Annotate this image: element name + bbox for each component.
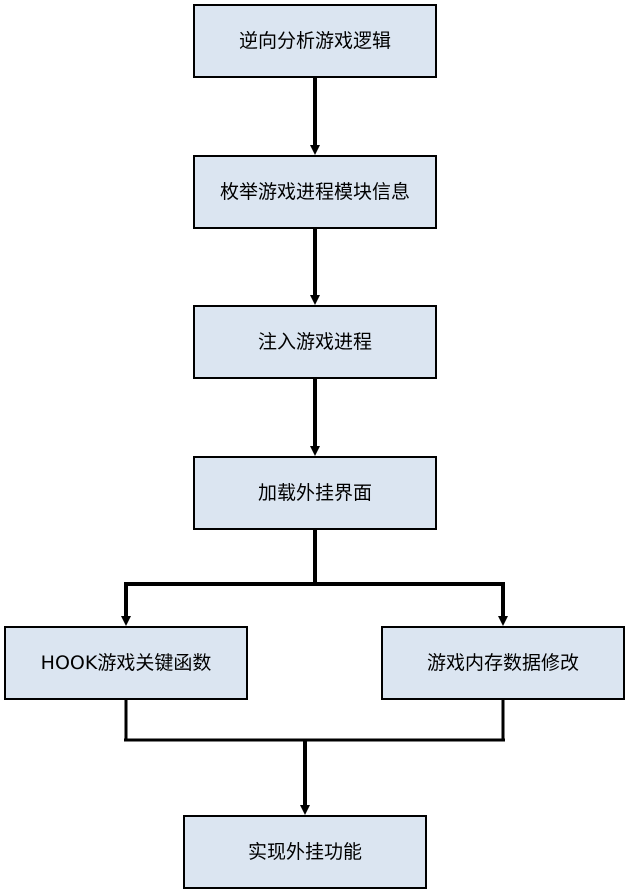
node-inject-process: 注入游戏进程 xyxy=(193,305,437,379)
node-label: 注入游戏进程 xyxy=(257,330,372,353)
edge-n4-split xyxy=(121,530,508,626)
node-label: 枚举游戏进程模块信息 xyxy=(219,180,410,203)
node-label: 实现外挂功能 xyxy=(247,840,362,863)
node-load-ui: 加载外挂界面 xyxy=(193,456,437,530)
node-implement-features: 实现外挂功能 xyxy=(183,815,427,889)
node-enumerate-modules: 枚举游戏进程模块信息 xyxy=(193,155,437,229)
node-label: HOOK游戏关键函数 xyxy=(40,651,212,674)
edge-merge-n7 xyxy=(124,700,505,815)
node-label: 游戏内存数据修改 xyxy=(426,651,579,674)
node-hook-functions: HOOK游戏关键函数 xyxy=(4,626,248,700)
node-reverse-analysis: 逆向分析游戏逻辑 xyxy=(193,4,437,78)
node-memory-modify: 游戏内存数据修改 xyxy=(381,626,625,700)
node-label: 逆向分析游戏逻辑 xyxy=(238,29,391,52)
node-label: 加载外挂界面 xyxy=(257,481,372,504)
